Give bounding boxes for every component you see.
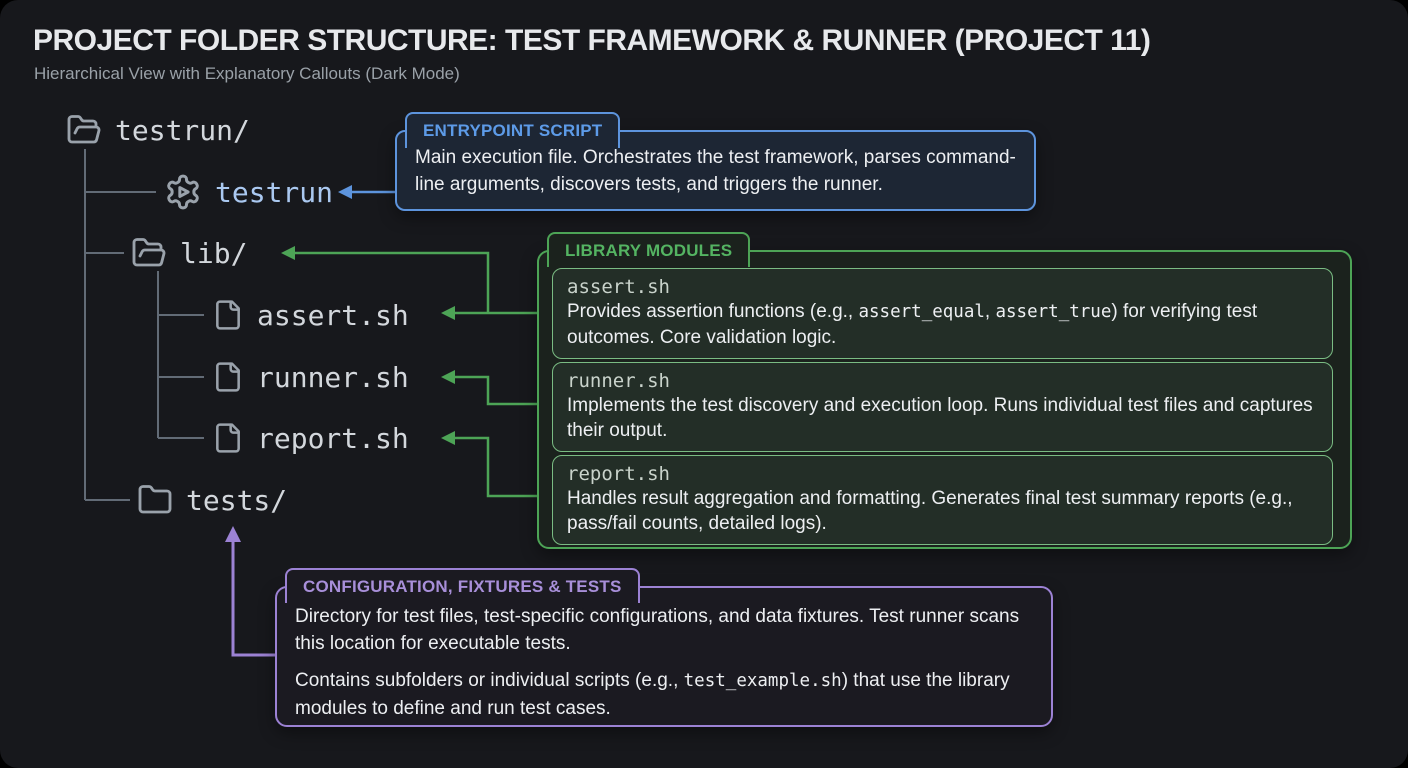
tree-node-testrun: testrun — [164, 170, 333, 214]
tree-node-lib: lib/ — [131, 231, 247, 275]
file-icon — [216, 300, 240, 330]
file-icon — [216, 423, 240, 453]
inline-code: assert_equal — [858, 302, 985, 322]
callout-tests: CONFIGURATION, FIXTURES & TESTS Director… — [275, 568, 1053, 727]
callout-tab-label: CONFIGURATION, FIXTURES & TESTS — [303, 576, 622, 596]
inline-code: assert_true — [995, 302, 1112, 322]
file-icon — [216, 362, 240, 392]
callout-library-tab: LIBRARY MODULES — [547, 232, 751, 267]
callout-tests-paragraph-2: Contains subfolders or individual script… — [295, 670, 1010, 719]
callout-entrypoint: ENTRYPOINT SCRIPT Main execution file. O… — [395, 112, 1036, 211]
tree-node-root: testrun/ — [66, 108, 250, 152]
gear-play-icon — [167, 174, 199, 210]
tests-arrow — [225, 526, 277, 657]
entrypoint-arrow — [338, 185, 395, 199]
tree-node-runner: runner.sh — [212, 355, 409, 399]
callout-entrypoint-body: Main execution file. Orchestrates the te… — [415, 147, 1016, 195]
tree-node-label: report.sh — [257, 421, 409, 455]
callout-tests-paragraph-1: Directory for test files, test-specific … — [295, 606, 1020, 654]
callout-tab-label: ENTRYPOINT SCRIPT — [423, 121, 603, 140]
module-description: Implements the test discovery and execut… — [567, 395, 1313, 441]
tree-node-label: runner.sh — [257, 360, 409, 394]
folder-open-icon — [132, 238, 166, 267]
module-card-runner: runner.sh Implements the test discovery … — [552, 362, 1333, 452]
callout-tests-tab: CONFIGURATION, FIXTURES & TESTS — [285, 568, 640, 603]
callout-library-modules: LIBRARY MODULES assert.sh Provides asser… — [537, 232, 1352, 549]
tree-node-label: tests/ — [186, 483, 288, 517]
module-description: Provides assertion functions (e.g., asse… — [567, 301, 1258, 348]
module-card-assert: assert.sh Provides assertion functions (… — [552, 268, 1333, 359]
tree-node-label: lib/ — [180, 236, 248, 270]
tree-node-tests: tests/ — [137, 478, 287, 522]
tree-node-assert: assert.sh — [212, 293, 409, 337]
inline-code: test_example.sh — [683, 671, 842, 691]
module-card-report: report.sh Handles result aggregation and… — [552, 455, 1333, 545]
module-description: Handles result aggregation and formattin… — [567, 488, 1293, 534]
module-filename: assert.sh — [567, 276, 670, 298]
tree-node-label: testrun/ — [115, 113, 250, 147]
module-filename: runner.sh — [567, 370, 670, 392]
tree-node-label: testrun — [215, 175, 334, 209]
callout-entrypoint-tab: ENTRYPOINT SCRIPT — [405, 112, 621, 148]
callout-tab-label: LIBRARY MODULES — [565, 240, 733, 260]
page-subtitle: Hierarchical View with Explanatory Callo… — [34, 64, 460, 83]
page-title: PROJECT FOLDER STRUCTURE: TEST FRAMEWORK… — [33, 24, 1151, 57]
tree-node-label: assert.sh — [257, 298, 409, 332]
tree-node-report: report.sh — [212, 416, 409, 460]
folder-open-icon — [67, 115, 101, 144]
folder-icon — [138, 485, 172, 514]
module-filename: report.sh — [567, 463, 670, 485]
